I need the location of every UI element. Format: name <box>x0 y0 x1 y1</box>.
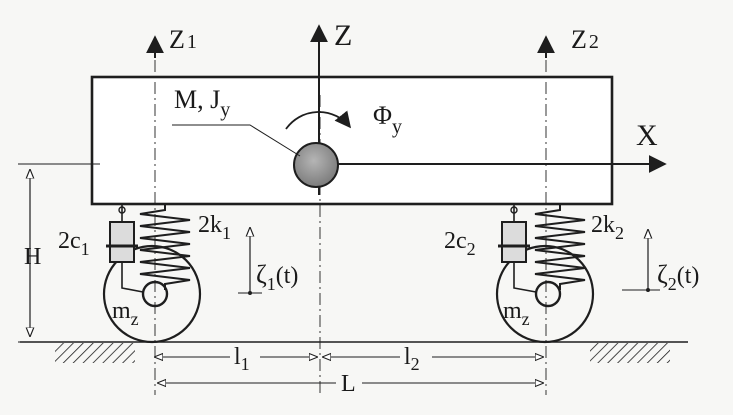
z-axis-label: Z <box>334 19 352 52</box>
damper2-label: 2c2 <box>444 228 476 259</box>
height-label: H <box>24 244 41 270</box>
damper-left <box>109 221 135 263</box>
suspension-right <box>498 204 586 293</box>
x-axis-label: X <box>636 119 658 152</box>
ground <box>20 341 688 363</box>
damper1-label: 2c1 <box>58 228 90 259</box>
rotation-arrow <box>285 110 352 130</box>
spring1-label: 2k1 <box>198 212 231 243</box>
wheel-right <box>495 244 595 344</box>
wheel-mass1-label: mz <box>112 298 139 329</box>
spring2-label: 2k2 <box>591 212 624 243</box>
wheel-hub-right <box>534 280 562 308</box>
dim-l2-label: l2 <box>404 344 420 374</box>
mass-label: M, Jy <box>174 85 230 121</box>
spring-right <box>534 204 586 290</box>
mass-leader-line <box>172 124 301 157</box>
dim-total-label: L <box>341 371 356 397</box>
rotation-label: Φy <box>373 101 402 138</box>
suspension-left <box>106 204 191 293</box>
dim-l1-label: l1 <box>234 344 250 374</box>
ground-hatch-left <box>55 343 135 363</box>
excitation1-label: ζ1(t) <box>256 260 298 294</box>
center-of-mass <box>293 142 339 188</box>
spring-left <box>139 204 191 290</box>
ground-hatch-right <box>590 343 670 363</box>
excitation2-label: ζ2(t) <box>657 260 699 294</box>
car-body <box>90 75 614 206</box>
wheel-mass2-label: mz <box>503 298 530 329</box>
damper-right <box>501 221 527 263</box>
